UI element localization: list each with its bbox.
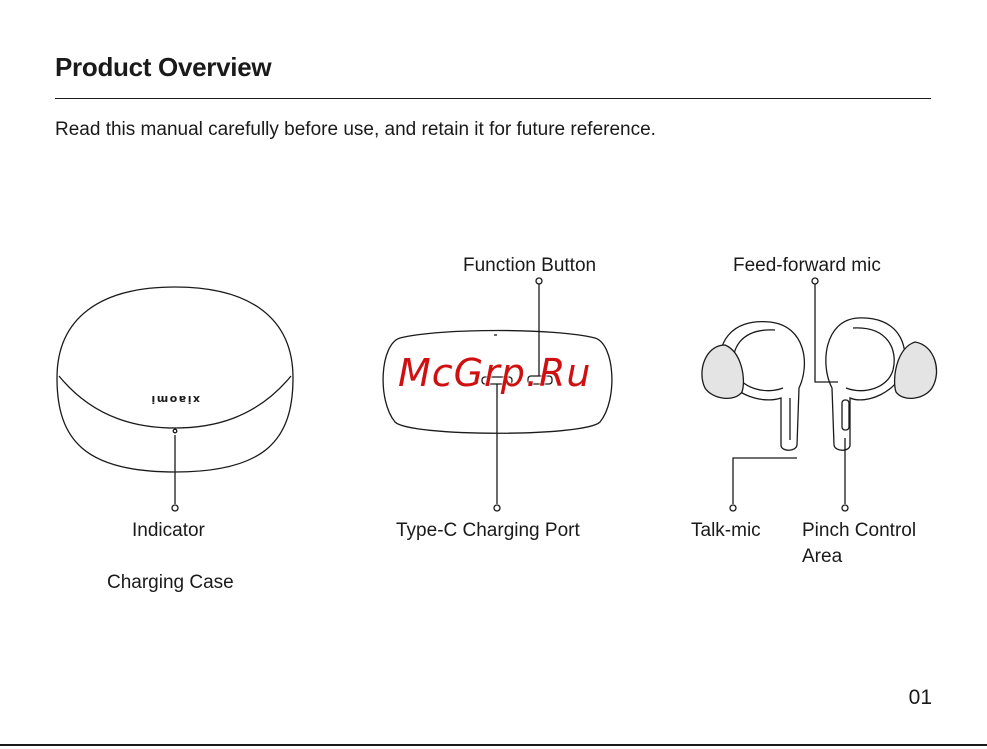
indicator-dot [173, 429, 177, 433]
left-earbud [702, 322, 804, 451]
function-button-label: Function Button [463, 253, 596, 279]
case-brand-logo: xiaomi [150, 393, 200, 406]
charging-port-label: Type-C Charging Port [396, 518, 580, 544]
talk-mic-leader-end [730, 505, 736, 511]
feed-forward-mic-label: Feed-forward mic [733, 253, 881, 279]
pinch-control-label: Pinch Control Area [802, 518, 942, 570]
charging-case-caption: Charging Case [107, 570, 234, 596]
page-number: 01 [909, 686, 932, 710]
charging-port-leader-end [494, 505, 500, 511]
watermark: McGrp.Ru [398, 351, 591, 395]
page-bottom-border [0, 744, 987, 746]
talk-mic-label: Talk-mic [691, 518, 761, 544]
pinch-control-leader-end [842, 505, 848, 511]
indicator-leader-end [172, 505, 178, 511]
indicator-label: Indicator [132, 518, 205, 544]
talk-mic-leader [733, 458, 797, 504]
right-earbud [826, 318, 937, 450]
